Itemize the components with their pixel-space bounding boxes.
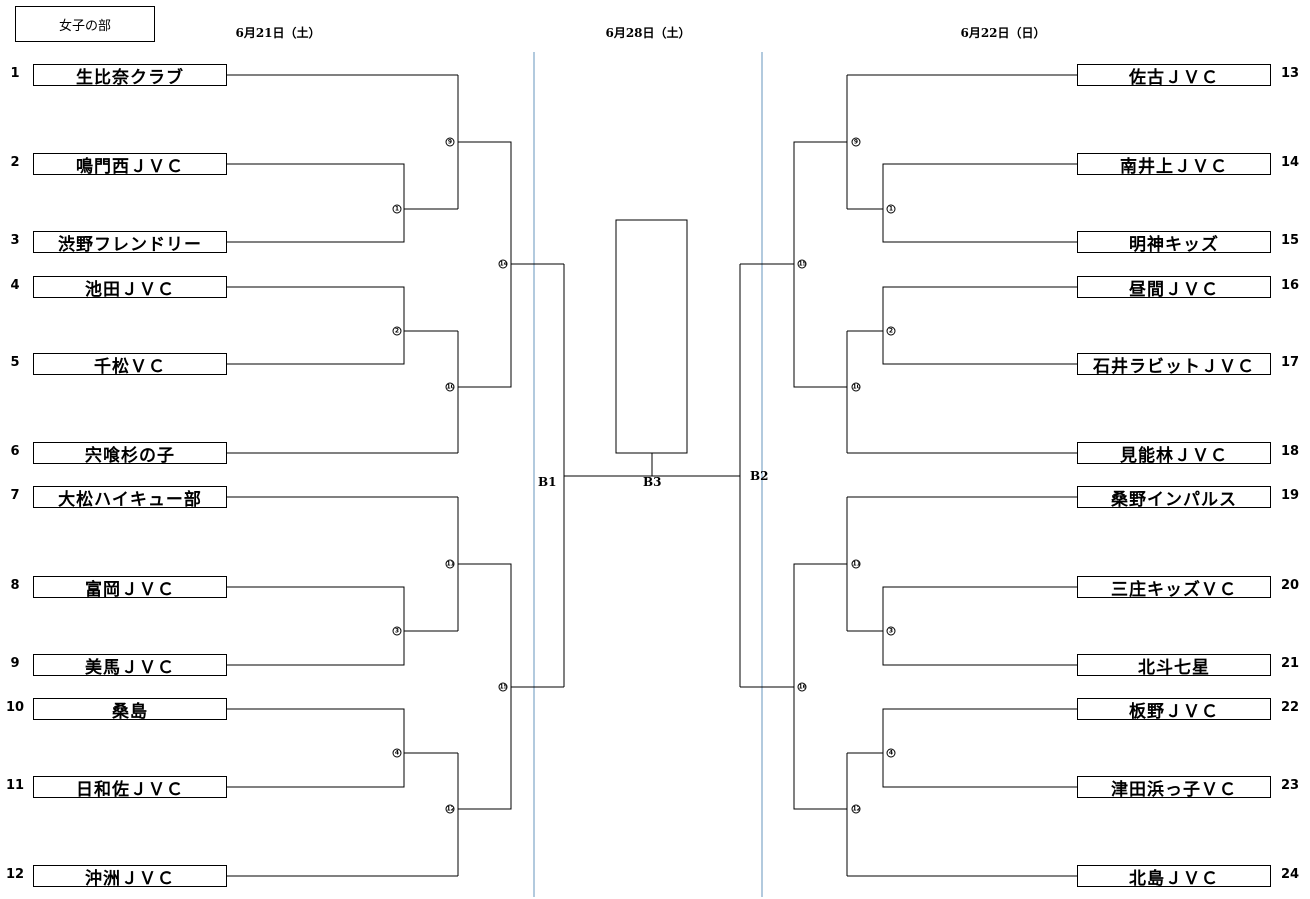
team-box: 見能林ＪＶＣ <box>1077 442 1271 466</box>
team-box: 桑島 <box>33 698 227 722</box>
team-box: 美馬ＪＶＣ <box>33 654 227 678</box>
seed-number: 7 <box>10 488 20 503</box>
seed-number: 22 <box>1280 700 1300 715</box>
seed-number: 23 <box>1280 778 1300 793</box>
match-number: 10 <box>445 382 455 392</box>
match-number: 1 <box>392 204 402 214</box>
division-title: 女子の部 <box>15 6 155 42</box>
team-box: 明神キッズ <box>1077 231 1271 255</box>
team-box: 池田ＪＶＣ <box>33 276 227 300</box>
seed-number: 6 <box>10 444 20 459</box>
seed-number: 17 <box>1280 355 1300 370</box>
seed-number: 11 <box>5 778 25 793</box>
team-box: 津田浜っ子ＶＣ <box>1077 776 1271 800</box>
match-number: 11 <box>851 559 861 569</box>
team-box: 北斗七星 <box>1077 654 1271 678</box>
bracket-label-b1: B1 <box>538 475 557 489</box>
match-number: 10 <box>851 382 861 392</box>
seed-number: 19 <box>1280 488 1300 503</box>
match-number: 15 <box>797 259 807 269</box>
match-number: 2 <box>886 326 896 336</box>
seed-number: 15 <box>1280 233 1300 248</box>
seed-number: 3 <box>10 233 20 248</box>
match-number: 2 <box>392 326 402 336</box>
seed-number: 9 <box>10 656 20 671</box>
seed-number: 5 <box>10 355 20 370</box>
match-number: 1 <box>886 204 896 214</box>
match-number: 4 <box>392 748 402 758</box>
team-box: 沖洲ＪＶＣ <box>33 865 227 889</box>
seed-number: 14 <box>1280 155 1300 170</box>
seed-number: 2 <box>10 155 20 170</box>
match-number: 16 <box>797 682 807 692</box>
team-box: 宍喰杉の子 <box>33 442 227 466</box>
team-box: 生比奈クラブ <box>33 64 227 88</box>
team-box: 千松ＶＣ <box>33 353 227 377</box>
team-box: 板野ＪＶＣ <box>1077 698 1271 722</box>
date-left: 6月21日（土） <box>235 26 321 40</box>
team-box: 富岡ＪＶＣ <box>33 576 227 600</box>
date-center: 6月28日（土） <box>605 26 691 40</box>
match-number: 4 <box>886 748 896 758</box>
team-box: 佐古ＪＶＣ <box>1077 64 1271 88</box>
seed-number: 10 <box>5 700 25 715</box>
seed-number: 12 <box>5 867 25 882</box>
seed-number: 8 <box>10 578 20 593</box>
team-box: 渋野フレンドリー <box>33 231 227 255</box>
match-number: 9 <box>445 137 455 147</box>
team-box: 石井ラビットＪＶＣ <box>1077 353 1271 377</box>
seed-number: 13 <box>1280 66 1300 81</box>
bracket-label-b2: B2 <box>750 469 769 483</box>
seed-number: 16 <box>1280 278 1300 293</box>
team-box: 日和佐ＪＶＣ <box>33 776 227 800</box>
match-number: 12 <box>445 804 455 814</box>
match-number: 9 <box>851 137 861 147</box>
match-number: 3 <box>886 626 896 636</box>
team-box: 鳴門西ＪＶＣ <box>33 153 227 177</box>
seed-number: 1 <box>10 66 20 81</box>
team-box: 北島ＪＶＣ <box>1077 865 1271 889</box>
seed-number: 21 <box>1280 656 1300 671</box>
match-number: 11 <box>445 559 455 569</box>
match-number: 14 <box>498 259 508 269</box>
seed-number: 18 <box>1280 444 1300 459</box>
date-right: 6月22日（日） <box>960 26 1046 40</box>
team-box: 昼間ＪＶＣ <box>1077 276 1271 300</box>
team-box: 南井上ＪＶＣ <box>1077 153 1271 177</box>
bracket-label-b3: B3 <box>643 475 662 489</box>
seed-number: 4 <box>10 278 20 293</box>
seed-number: 24 <box>1280 867 1300 882</box>
team-box: 桑野インパルス <box>1077 486 1271 510</box>
team-box: 三庄キッズＶＣ <box>1077 576 1271 600</box>
match-number: 12 <box>851 804 861 814</box>
match-number: 15 <box>498 682 508 692</box>
seed-number: 20 <box>1280 578 1300 593</box>
match-number: 3 <box>392 626 402 636</box>
team-box: 大松ハイキュー部 <box>33 486 227 510</box>
